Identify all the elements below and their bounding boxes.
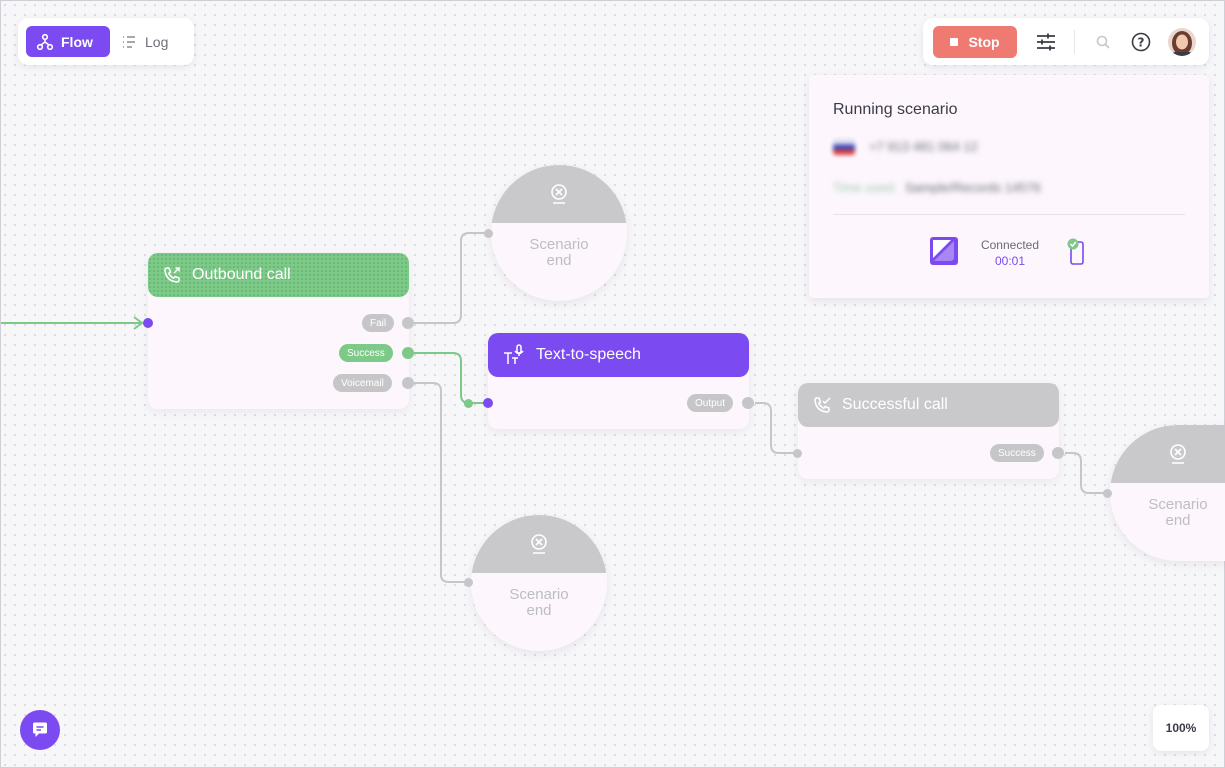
- chat-button[interactable]: [20, 710, 60, 750]
- output-fail: Fail: [362, 314, 395, 332]
- search-icon[interactable]: [1092, 31, 1114, 53]
- end-node-label: Scenario end: [491, 237, 627, 269]
- node-outbound-call-header: Outbound call: [148, 253, 409, 297]
- phone-connected-icon: [1067, 238, 1084, 265]
- output-voicemail-port[interactable]: [402, 377, 414, 389]
- end-node-header: [471, 515, 607, 573]
- input-port-end-1[interactable]: [484, 229, 493, 238]
- output-success: Success: [339, 344, 393, 362]
- country-flag-icon: [833, 139, 855, 155]
- end-node-label: Scenario end: [1110, 497, 1225, 529]
- output-output-port[interactable]: [742, 397, 754, 409]
- stop-button[interactable]: Stop: [933, 25, 1017, 58]
- end-label-line2: end: [1165, 512, 1191, 529]
- phone-number: +7 913 481 064 12: [869, 139, 978, 154]
- input-port-end-2[interactable]: [464, 578, 473, 587]
- sliders-icon[interactable]: [1035, 31, 1057, 53]
- end-label-line1: Scenario: [1148, 496, 1208, 513]
- output-success-2-port[interactable]: [1052, 447, 1064, 459]
- stop-icon: [950, 37, 959, 46]
- zoom-level[interactable]: 100%: [1153, 705, 1209, 751]
- toolbar-divider: [1074, 29, 1075, 54]
- connection-status: Connected 00:01: [975, 237, 1045, 269]
- output-fail-port[interactable]: [402, 317, 414, 329]
- end-node-header: [491, 165, 627, 223]
- end-icon: [471, 532, 607, 556]
- outbound-call-icon: [164, 267, 180, 283]
- chat-icon: [33, 722, 47, 737]
- status-text: Connected: [980, 238, 1040, 252]
- usage-label: Time used:: [833, 180, 897, 195]
- node-title: Successful call: [842, 396, 948, 413]
- input-port-end-3[interactable]: [1103, 489, 1112, 498]
- help-icon[interactable]: ?: [1130, 31, 1152, 53]
- running-scenario-panel: Running scenario +7 913 481 064 12 Time …: [809, 75, 1209, 298]
- top-toolbar: Stop ?: [923, 18, 1209, 65]
- text-to-speech-icon: [504, 344, 524, 364]
- tab-log[interactable]: Log: [110, 26, 178, 57]
- output-success-port[interactable]: [402, 347, 414, 359]
- scenario-end-node[interactable]: Scenario end: [471, 515, 607, 651]
- node-title: Outbound call: [192, 266, 291, 283]
- node-tts-header: Text-to-speech: [488, 333, 749, 377]
- call-timer: 00:01: [994, 254, 1026, 268]
- output-voicemail: Voicemail: [333, 374, 392, 392]
- end-label-line1: Scenario: [509, 586, 569, 603]
- node-text-to-speech[interactable]: Text-to-speech: [488, 333, 749, 429]
- usage-value: Sample/Records 14576: [905, 180, 1041, 195]
- input-port-tts[interactable]: [483, 398, 493, 408]
- end-node-header: [1110, 425, 1225, 483]
- flow-icon: [36, 33, 54, 50]
- panel-divider: [833, 214, 1185, 215]
- tab-flow[interactable]: Flow: [26, 26, 110, 57]
- end-node-label: Scenario end: [471, 587, 607, 619]
- scenario-end-node[interactable]: Scenario end: [1110, 425, 1225, 561]
- output-success-2: Success: [990, 444, 1044, 462]
- end-icon: [1110, 442, 1225, 466]
- tab-flow-label: Flow: [61, 33, 93, 50]
- end-label-line2: end: [546, 252, 572, 269]
- call-check-icon: [814, 397, 831, 413]
- input-port-successful[interactable]: [793, 449, 802, 458]
- tab-log-label: Log: [145, 33, 169, 50]
- avatar[interactable]: [1168, 27, 1196, 56]
- app-logo-icon: [930, 237, 958, 265]
- end-label-line2: end: [526, 602, 552, 619]
- svg-text:?: ?: [1138, 35, 1145, 49]
- view-switcher: Flow Log: [18, 18, 194, 65]
- end-label-line1: Scenario: [529, 236, 589, 253]
- list-icon: [123, 35, 135, 48]
- node-successful-call[interactable]: Successful call: [798, 383, 1059, 479]
- panel-title: Running scenario: [833, 101, 958, 118]
- stop-label: Stop: [968, 33, 1000, 50]
- scenario-end-node[interactable]: Scenario end: [491, 165, 627, 301]
- input-port-outbound[interactable]: [143, 318, 153, 328]
- node-title: Text-to-speech: [536, 346, 641, 363]
- output-output: Output: [687, 394, 734, 412]
- end-icon: [491, 182, 627, 206]
- node-successful-call-header: Successful call: [798, 383, 1059, 427]
- connector-arrow-tts: [464, 399, 473, 408]
